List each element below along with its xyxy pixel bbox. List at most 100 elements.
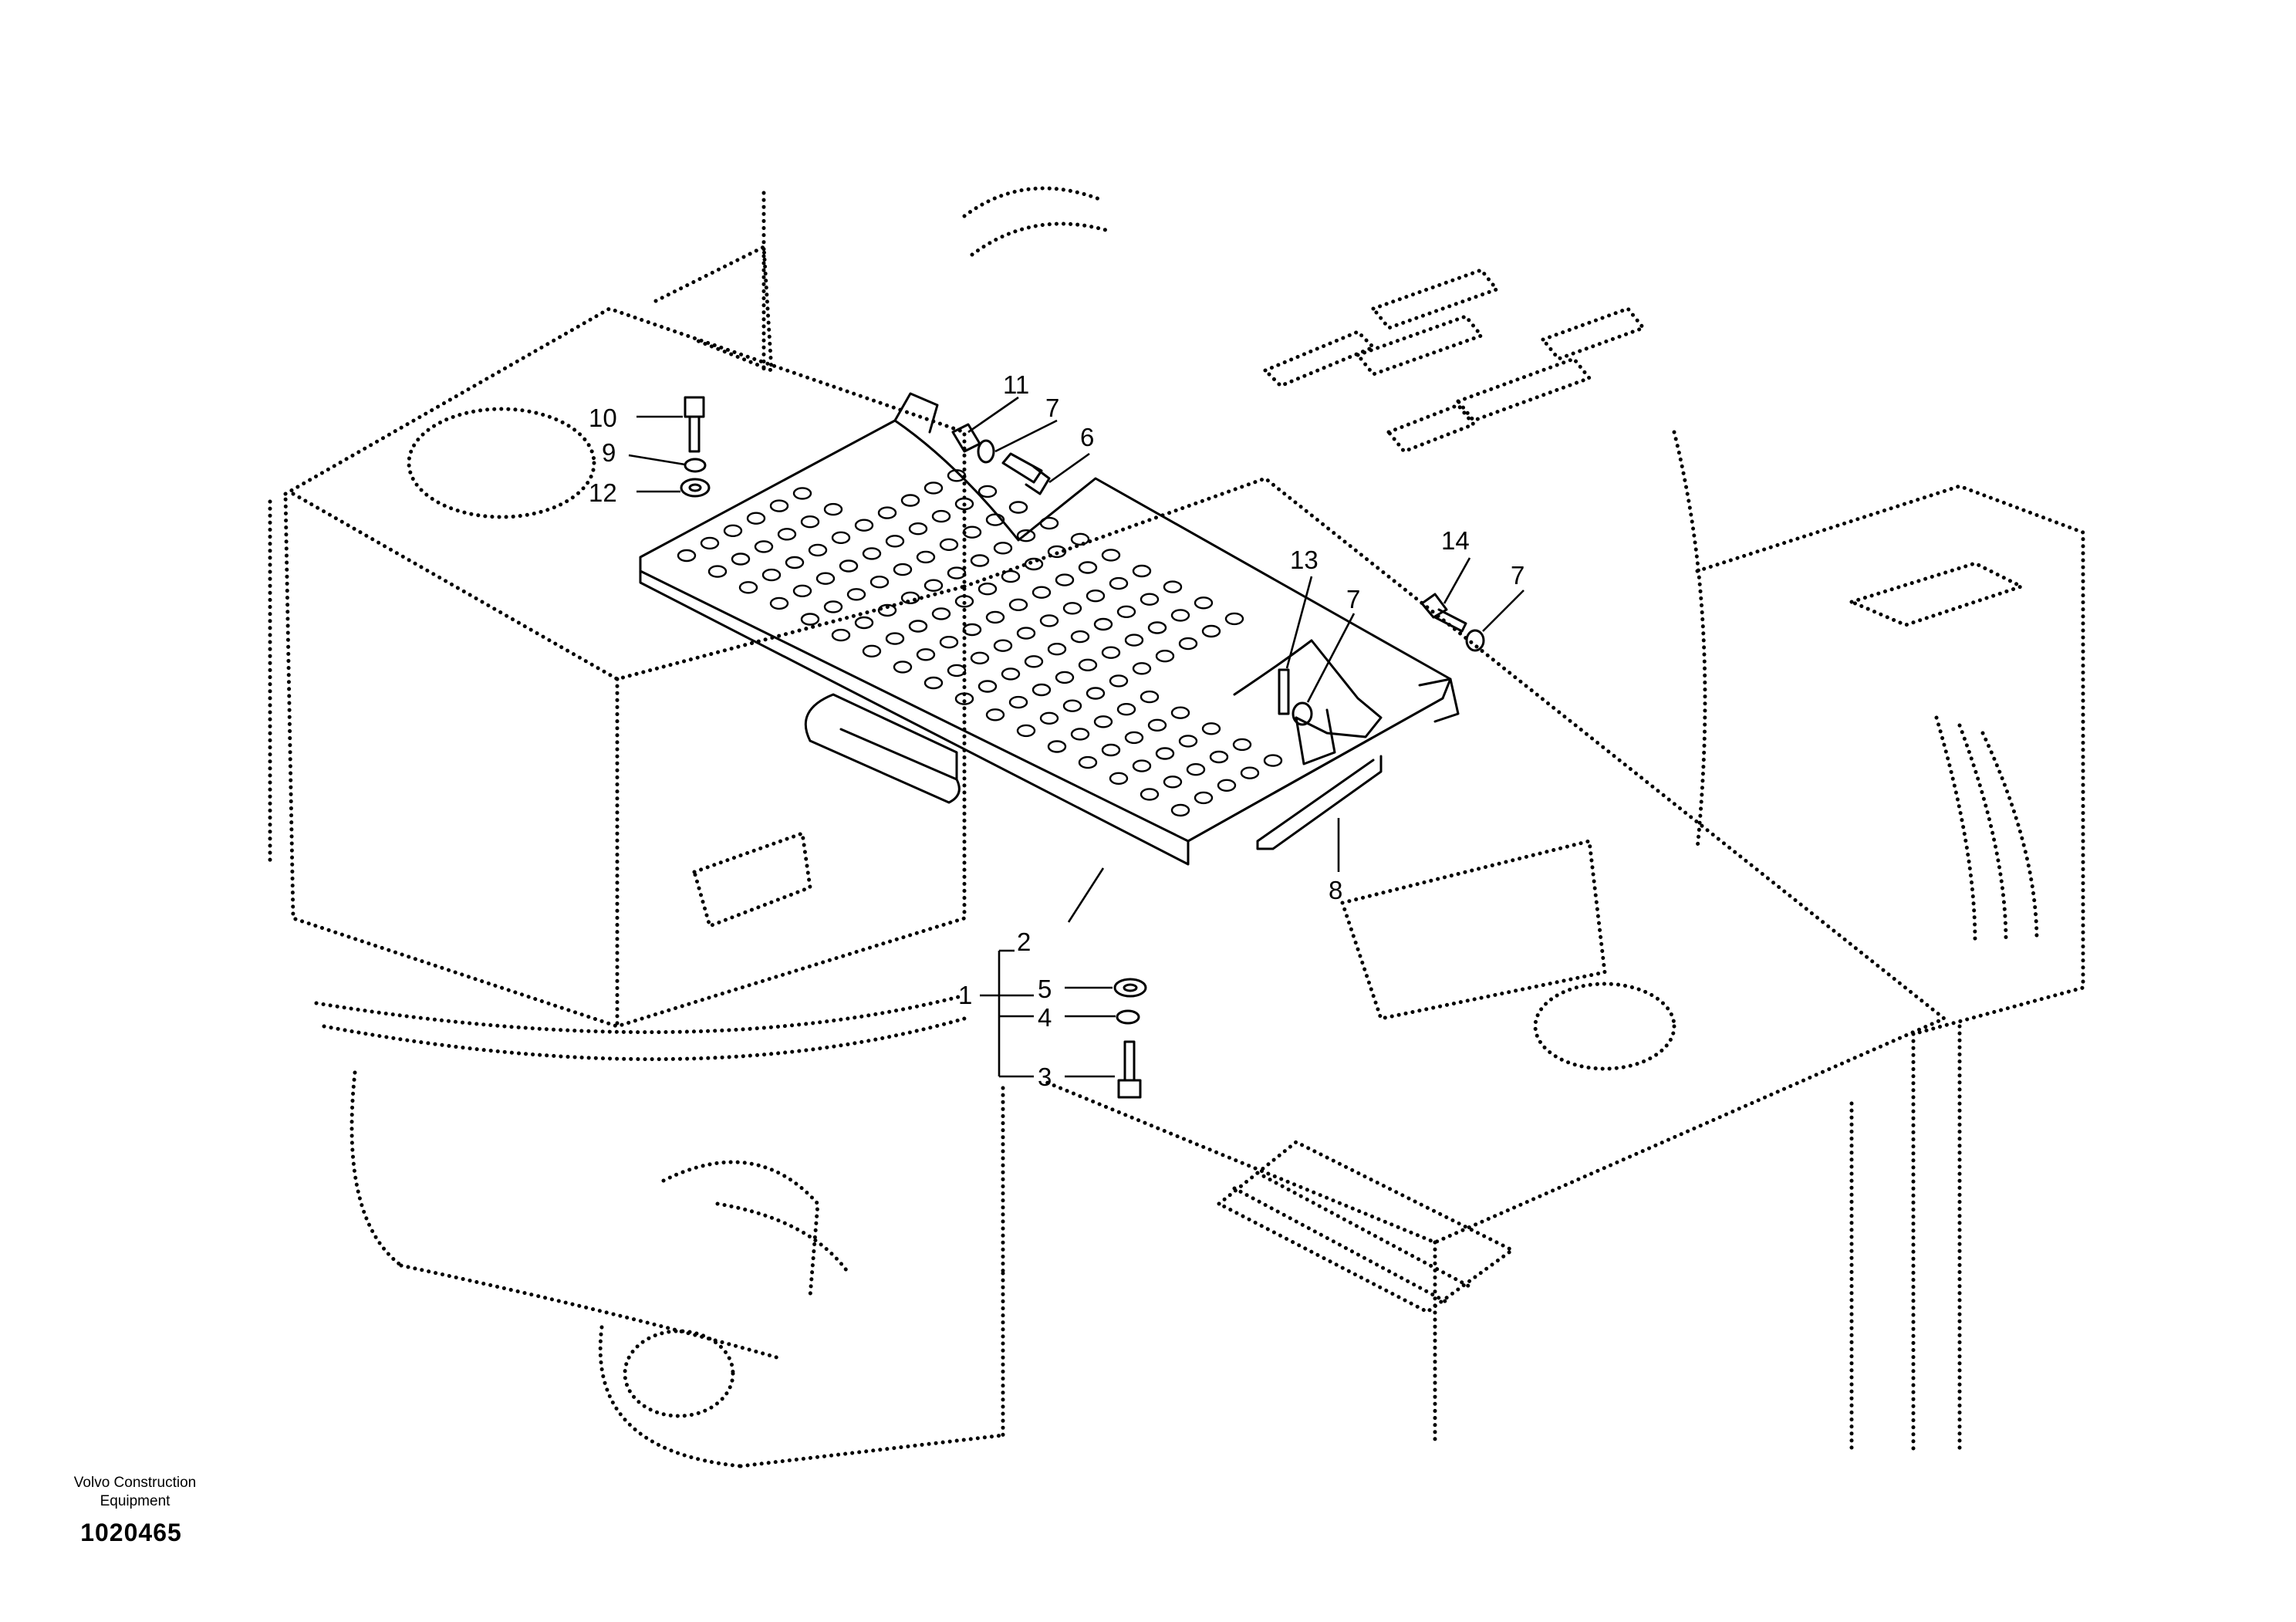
plate-hole xyxy=(831,628,851,642)
plate-hole xyxy=(1032,586,1052,599)
plate-hole xyxy=(923,676,944,690)
plate-hole xyxy=(1217,779,1237,792)
plate-hole xyxy=(916,550,936,564)
plate-hole xyxy=(800,613,820,626)
plate-hole xyxy=(1001,667,1021,681)
callout-labels: 10 9 12 11 7 6 13 7 14 7 8 2 1 5 4 3 xyxy=(589,370,1524,1091)
plate-hole xyxy=(1078,755,1098,769)
plate-hole xyxy=(900,591,920,604)
plate-hole xyxy=(916,648,936,661)
plate-hole xyxy=(800,515,820,529)
plate-hole xyxy=(1008,501,1028,514)
plate-hole xyxy=(1101,743,1121,757)
plate-hole xyxy=(900,494,920,507)
plate-hole xyxy=(1147,718,1167,732)
machine-outline xyxy=(268,186,2085,1468)
plate-hole xyxy=(1116,605,1136,618)
plate-hole xyxy=(985,708,1005,721)
plate-hole xyxy=(1201,624,1221,638)
plate-hole xyxy=(1055,671,1075,684)
callout-7-right: 7 xyxy=(1511,561,1524,590)
plate-hole xyxy=(1132,662,1152,675)
plate-hole xyxy=(1240,766,1260,779)
plate-hole xyxy=(723,524,743,537)
plate-hole xyxy=(1039,516,1059,530)
plate-hole xyxy=(1016,529,1036,542)
plate-hole xyxy=(707,565,728,578)
callout-4: 4 xyxy=(1038,1003,1052,1032)
plate-hole xyxy=(1062,602,1082,615)
plate-hole xyxy=(1109,576,1129,590)
plate-hole xyxy=(885,632,905,645)
foot-plate xyxy=(639,392,1460,866)
plate-hole xyxy=(1194,791,1214,805)
callout-8: 8 xyxy=(1329,876,1342,904)
plate-hole xyxy=(769,596,789,610)
plate-hole xyxy=(962,525,982,539)
plate-hole xyxy=(1186,763,1206,776)
plate-hole xyxy=(954,595,974,608)
plate-hole xyxy=(908,620,928,633)
plate-hole xyxy=(731,552,751,566)
plate-hole xyxy=(792,487,812,500)
plate-hole xyxy=(893,563,913,576)
callout-7-middle: 7 xyxy=(1346,585,1360,613)
plate-hole xyxy=(846,588,866,601)
plate-hole xyxy=(862,547,882,560)
plate-hole xyxy=(1170,803,1190,817)
plate-hole xyxy=(993,639,1013,652)
callout-6: 6 xyxy=(1080,423,1094,451)
plate-hole xyxy=(885,535,905,548)
callout-10: 10 xyxy=(589,404,617,432)
plate-hole xyxy=(923,579,944,592)
callout-3: 3 xyxy=(1038,1063,1052,1091)
plate-hole xyxy=(1170,706,1190,719)
plate-hole xyxy=(923,482,944,495)
plate-hole xyxy=(1093,715,1113,728)
plate-hole xyxy=(831,531,851,544)
plate-hole xyxy=(954,497,974,511)
plate-hole xyxy=(1155,747,1175,760)
figure-number: 1020465 xyxy=(80,1519,182,1546)
plate-hole xyxy=(1086,687,1106,700)
plate-hole xyxy=(1016,627,1036,640)
plate-hole xyxy=(777,528,797,541)
plate-hole xyxy=(877,603,897,617)
plate-hole xyxy=(1070,532,1090,546)
plate-hole xyxy=(1178,735,1198,748)
plate-hole xyxy=(1078,658,1098,671)
plate-hole xyxy=(808,543,828,557)
plate-hole xyxy=(1101,646,1121,659)
plate-hole xyxy=(1047,545,1067,559)
plate-hole xyxy=(970,554,990,567)
plate-hole xyxy=(1024,655,1044,668)
plate-hole xyxy=(785,556,805,569)
plate-hole xyxy=(985,610,1005,624)
company-name: Volvo Construction Equipment xyxy=(54,1474,216,1511)
plate-hole xyxy=(1109,772,1129,785)
plate-hole xyxy=(823,600,843,613)
plate-hole xyxy=(738,581,758,594)
plate-hole xyxy=(1163,776,1183,789)
plate-hole xyxy=(877,506,897,519)
plate-hole xyxy=(1024,557,1044,571)
plate-hole xyxy=(1001,569,1021,583)
plate-hole xyxy=(1047,643,1067,656)
plate-hole xyxy=(1093,617,1113,631)
plate-hole xyxy=(931,509,951,523)
plate-hole xyxy=(1124,731,1144,745)
plate-hole xyxy=(1140,593,1160,606)
plate-hole xyxy=(1086,590,1106,603)
plate-hole xyxy=(1078,561,1098,574)
plate-hole xyxy=(1039,614,1059,627)
plate-hole xyxy=(908,522,928,536)
callout-2: 2 xyxy=(1017,928,1031,956)
plate-hole xyxy=(1232,738,1252,752)
plate-hole xyxy=(977,485,998,498)
plate-hole xyxy=(1178,637,1198,650)
plate-hole xyxy=(1116,703,1136,716)
plate-hole xyxy=(1070,630,1090,644)
plate-hole xyxy=(1008,598,1028,611)
